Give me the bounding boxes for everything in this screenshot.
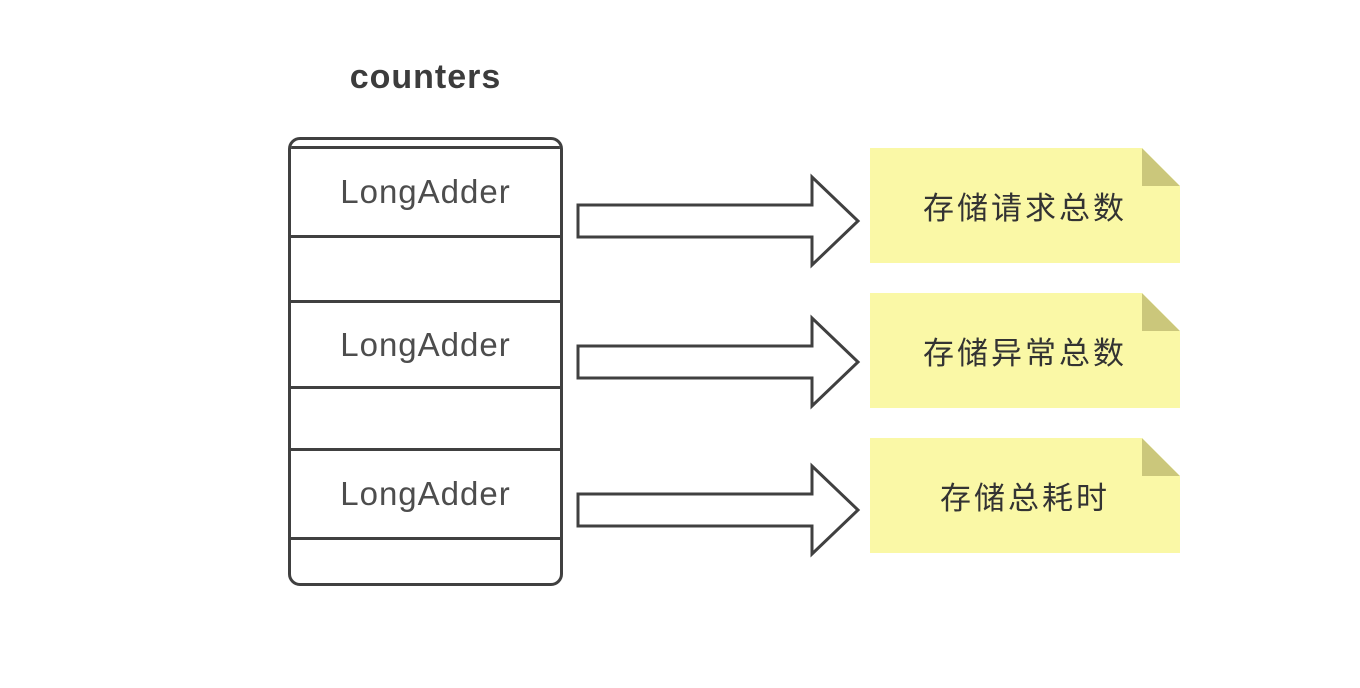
- array-cell-longadder-1: LongAdder: [291, 146, 560, 235]
- right-arrow-icon-3: [576, 462, 861, 558]
- cell-label-longadder-1: LongAdder: [340, 173, 511, 210]
- right-arrow-icon-1: [576, 173, 861, 269]
- array-empty-slot-2: [291, 386, 560, 448]
- note-fold-corner-icon: [1142, 438, 1180, 476]
- sticky-note-2: 存储异常总数: [870, 293, 1180, 408]
- right-arrow-icon-2: [576, 314, 861, 410]
- array-cell-longadder-2: LongAdder: [291, 300, 560, 386]
- diagram-title: counters: [349, 58, 502, 96]
- cell-label-longadder-3: LongAdder: [340, 475, 511, 512]
- array-bottom-strip: [291, 537, 560, 583]
- note-label-2: 存储异常总数: [923, 336, 1127, 371]
- note-fold-corner-icon: [1142, 148, 1180, 186]
- note-label-3: 存储总耗时: [940, 481, 1110, 516]
- sticky-note-1: 存储请求总数: [870, 148, 1180, 263]
- cell-label-longadder-2: LongAdder: [340, 325, 511, 363]
- note-fold-corner-icon: [1142, 293, 1180, 331]
- counters-array: LongAdder LongAdder LongAdder: [288, 137, 563, 586]
- array-cell-longadder-3: LongAdder: [291, 448, 560, 537]
- array-empty-slot-1: [291, 235, 560, 300]
- note-label-1: 存储请求总数: [923, 191, 1127, 226]
- sticky-note-3: 存储总耗时: [870, 438, 1180, 553]
